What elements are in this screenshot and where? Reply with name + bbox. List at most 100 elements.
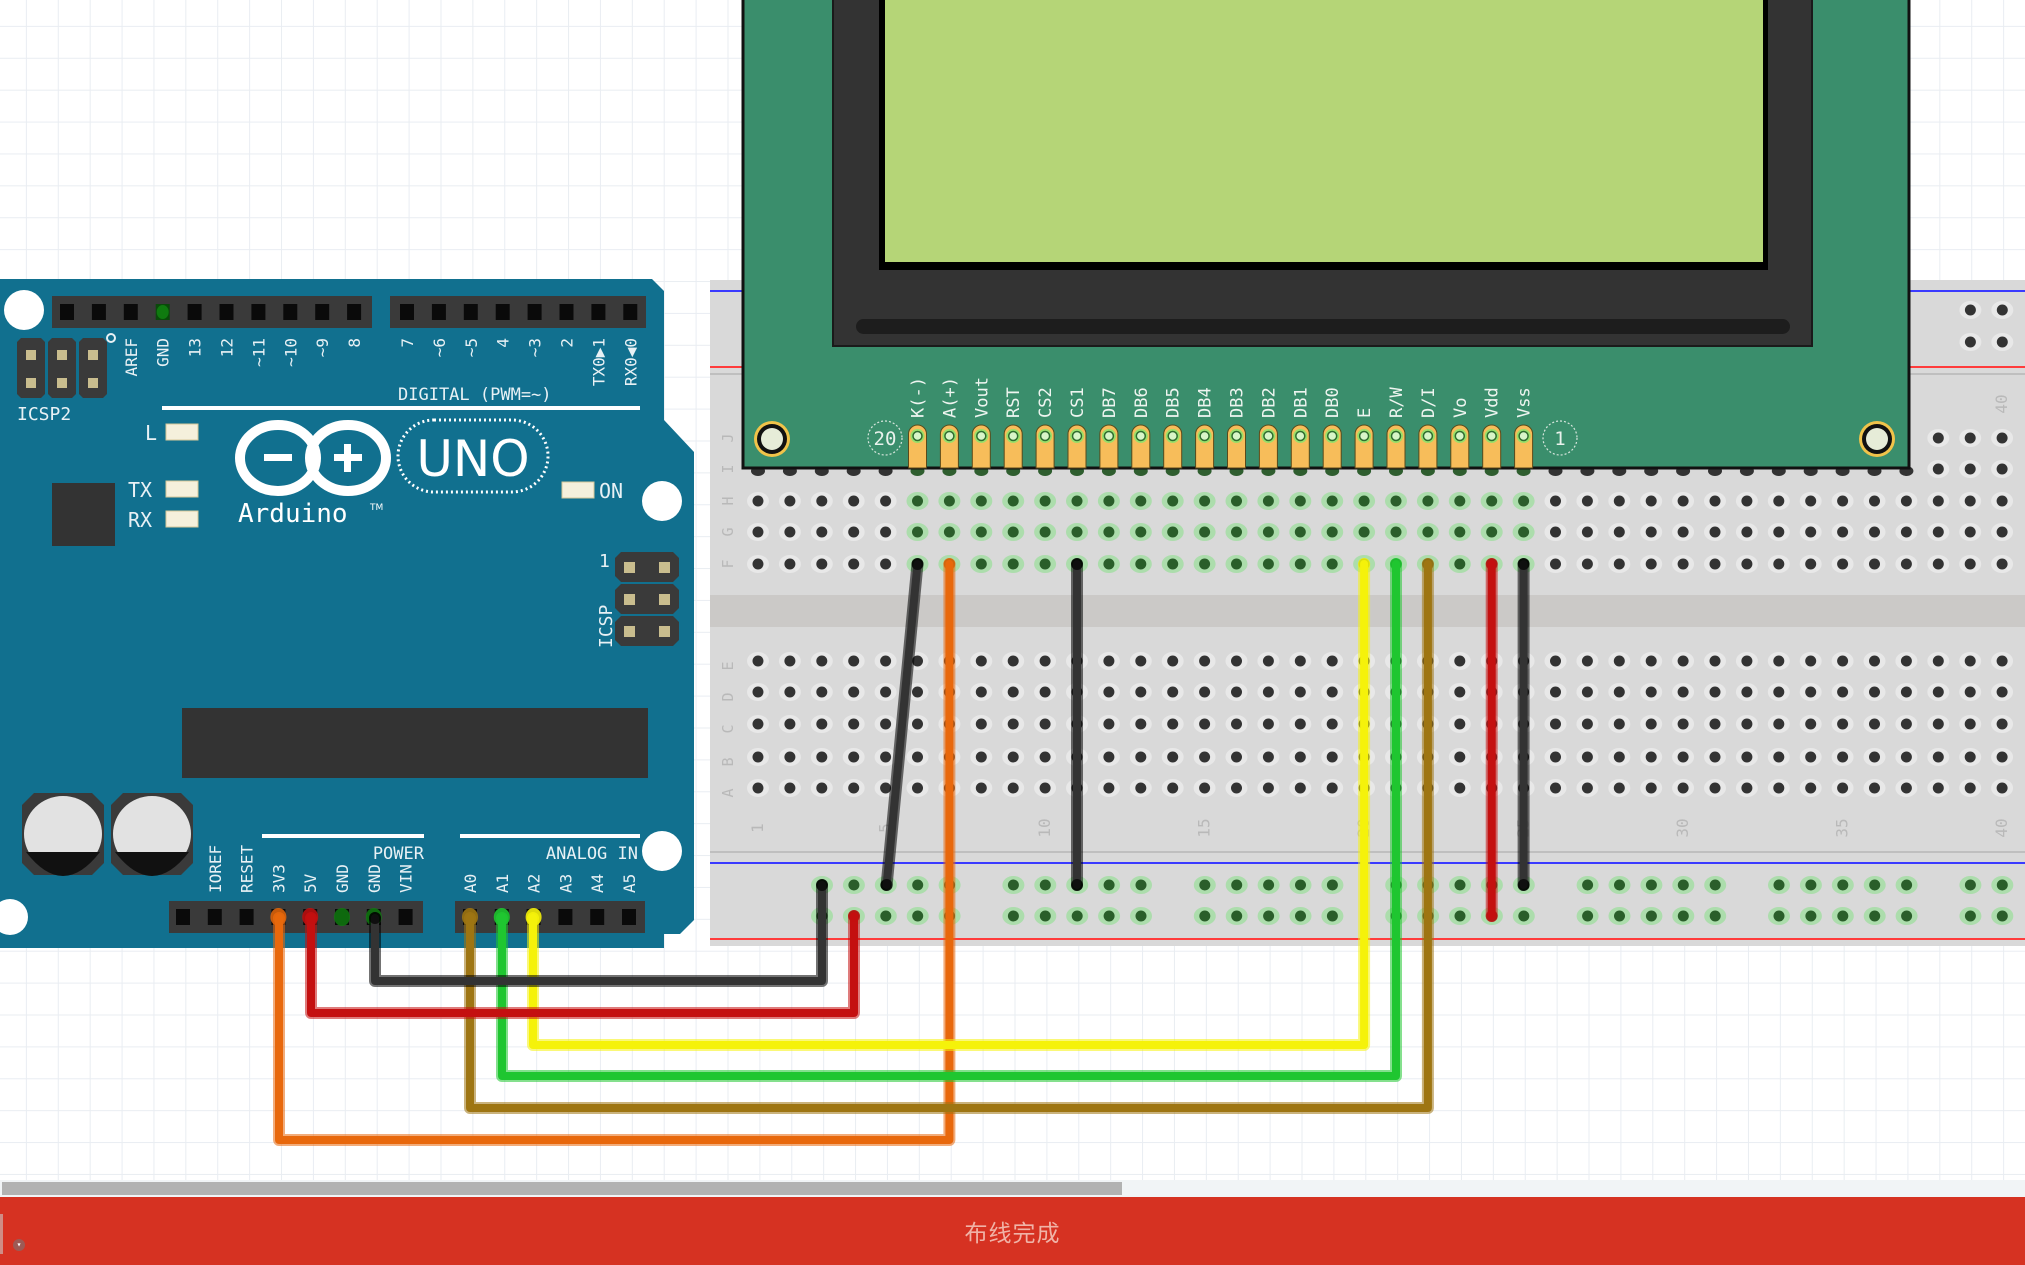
rail-hole[interactable] bbox=[1199, 879, 1211, 891]
breadboard-hole[interactable] bbox=[1741, 655, 1753, 667]
breadboard-hole[interactable] bbox=[975, 686, 987, 698]
breadboard-hole[interactable] bbox=[1900, 495, 1912, 507]
breadboard-hole[interactable] bbox=[1007, 495, 1019, 507]
rail-hole[interactable] bbox=[1645, 910, 1657, 922]
breadboard-hole[interactable] bbox=[1996, 526, 2008, 538]
rail-hole[interactable] bbox=[1837, 879, 1849, 891]
breadboard-hole[interactable] bbox=[1932, 463, 1944, 475]
rail-hole[interactable] bbox=[1709, 910, 1721, 922]
breadboard-hole[interactable] bbox=[752, 686, 764, 698]
analog-pin[interactable] bbox=[558, 909, 573, 925]
breadboard-hole[interactable] bbox=[975, 495, 987, 507]
rail-hole[interactable] bbox=[1326, 879, 1338, 891]
breadboard-hole[interactable] bbox=[1326, 686, 1338, 698]
breadboard-hole[interactable] bbox=[1932, 655, 1944, 667]
breadboard-hole[interactable] bbox=[1294, 655, 1306, 667]
rail-hole[interactable] bbox=[1326, 910, 1338, 922]
breadboard-hole[interactable] bbox=[1964, 718, 1976, 730]
breadboard-hole[interactable] bbox=[912, 526, 923, 538]
breadboard-hole[interactable] bbox=[1932, 558, 1944, 570]
breadboard-hole[interactable] bbox=[1741, 751, 1753, 763]
breadboard-hole[interactable] bbox=[1231, 526, 1242, 538]
breadboard-hole[interactable] bbox=[1677, 495, 1689, 507]
breadboard-hole[interactable] bbox=[1645, 526, 1657, 538]
power-pins[interactable] bbox=[176, 908, 636, 926]
rail-hole[interactable] bbox=[1454, 879, 1466, 891]
breadboard-hole[interactable] bbox=[1837, 782, 1849, 794]
wire-path[interactable] bbox=[307, 912, 858, 1017]
breadboard-hole[interactable] bbox=[1199, 526, 1211, 538]
breadboard-hole[interactable] bbox=[1326, 751, 1338, 763]
breadboard-hole[interactable] bbox=[752, 655, 764, 667]
breadboard-hole[interactable] bbox=[1135, 782, 1147, 794]
digital-pin[interactable] bbox=[315, 304, 330, 320]
breadboard-hole[interactable] bbox=[1709, 526, 1721, 538]
breadboard-hole[interactable] bbox=[1964, 782, 1976, 794]
breadboard-hole[interactable] bbox=[912, 495, 923, 507]
breadboard-hole[interactable] bbox=[912, 655, 923, 667]
breadboard-hole[interactable] bbox=[752, 526, 764, 538]
breadboard-hole[interactable] bbox=[1550, 751, 1561, 763]
breadboard-hole[interactable] bbox=[1039, 751, 1051, 763]
breadboard-hole[interactable] bbox=[1677, 718, 1689, 730]
breadboard-hole[interactable] bbox=[1103, 655, 1115, 667]
breadboard-hole[interactable] bbox=[880, 655, 892, 667]
breadboard-hole[interactable] bbox=[1103, 558, 1115, 570]
breadboard-hole[interactable] bbox=[975, 655, 987, 667]
breadboard-hole[interactable] bbox=[1550, 558, 1561, 570]
breadboard-hole[interactable] bbox=[1900, 526, 1912, 538]
wire-endpoint[interactable] bbox=[1517, 558, 1530, 570]
breadboard-hole[interactable] bbox=[880, 558, 892, 570]
lcd-pins[interactable] bbox=[908, 424, 1534, 469]
breadboard-hole[interactable] bbox=[1422, 526, 1434, 538]
rail-hole[interactable] bbox=[1996, 336, 2008, 348]
breadboard-hole[interactable] bbox=[1262, 526, 1274, 538]
breadboard-hole[interactable] bbox=[1294, 751, 1306, 763]
status-dropdown-icon[interactable]: ▾ bbox=[13, 1239, 25, 1251]
wires[interactable] bbox=[273, 558, 1530, 1146]
digital-pin[interactable] bbox=[463, 304, 478, 320]
breadboard-hole[interactable] bbox=[816, 782, 828, 794]
breadboard-hole[interactable] bbox=[1613, 782, 1625, 794]
analog-pin[interactable] bbox=[590, 909, 605, 925]
breadboard-hole[interactable] bbox=[1199, 782, 1211, 794]
breadboard-hole[interactable] bbox=[1199, 718, 1211, 730]
breadboard-hole[interactable] bbox=[1996, 463, 2008, 475]
wire-endpoint[interactable] bbox=[1485, 558, 1498, 570]
breadboard-hole[interactable] bbox=[1996, 782, 2008, 794]
breadboard-hole[interactable] bbox=[784, 495, 796, 507]
wire-endpoint[interactable] bbox=[1358, 558, 1371, 570]
breadboard-hole[interactable] bbox=[1550, 686, 1561, 698]
breadboard-hole[interactable] bbox=[784, 655, 796, 667]
breadboard-hole[interactable] bbox=[1007, 526, 1019, 538]
breadboard-hole[interactable] bbox=[1773, 686, 1785, 698]
breadboard-hole[interactable] bbox=[1231, 782, 1242, 794]
rail-hole[interactable] bbox=[1103, 879, 1115, 891]
breadboard-hole[interactable] bbox=[1199, 751, 1211, 763]
breadboard-hole[interactable] bbox=[1550, 718, 1561, 730]
breadboard-hole[interactable] bbox=[880, 782, 892, 794]
breadboard-hole[interactable] bbox=[1837, 718, 1849, 730]
breadboard-hole[interactable] bbox=[943, 526, 955, 538]
rail-hole[interactable] bbox=[1582, 910, 1594, 922]
breadboard-hole[interactable] bbox=[848, 686, 860, 698]
breadboard-hole[interactable] bbox=[1581, 558, 1593, 570]
rail-hole[interactable] bbox=[1996, 304, 2008, 316]
breadboard-hole[interactable] bbox=[1294, 526, 1306, 538]
breadboard-hole[interactable] bbox=[975, 718, 987, 730]
rail-hole[interactable] bbox=[1071, 910, 1083, 922]
wire-endpoint[interactable] bbox=[305, 912, 317, 924]
breadboard-hole[interactable] bbox=[1581, 782, 1593, 794]
breadboard-hole[interactable] bbox=[1326, 718, 1338, 730]
breadboard-hole[interactable] bbox=[816, 495, 828, 507]
breadboard-hole[interactable] bbox=[1677, 751, 1689, 763]
breadboard-hole[interactable] bbox=[1581, 495, 1593, 507]
breadboard-hole[interactable] bbox=[1613, 495, 1625, 507]
power-pin[interactable] bbox=[207, 909, 222, 925]
breadboard-hole[interactable] bbox=[816, 718, 828, 730]
breadboard-hole[interactable] bbox=[784, 751, 796, 763]
breadboard-hole[interactable] bbox=[880, 751, 892, 763]
breadboard-hole[interactable] bbox=[1454, 718, 1466, 730]
